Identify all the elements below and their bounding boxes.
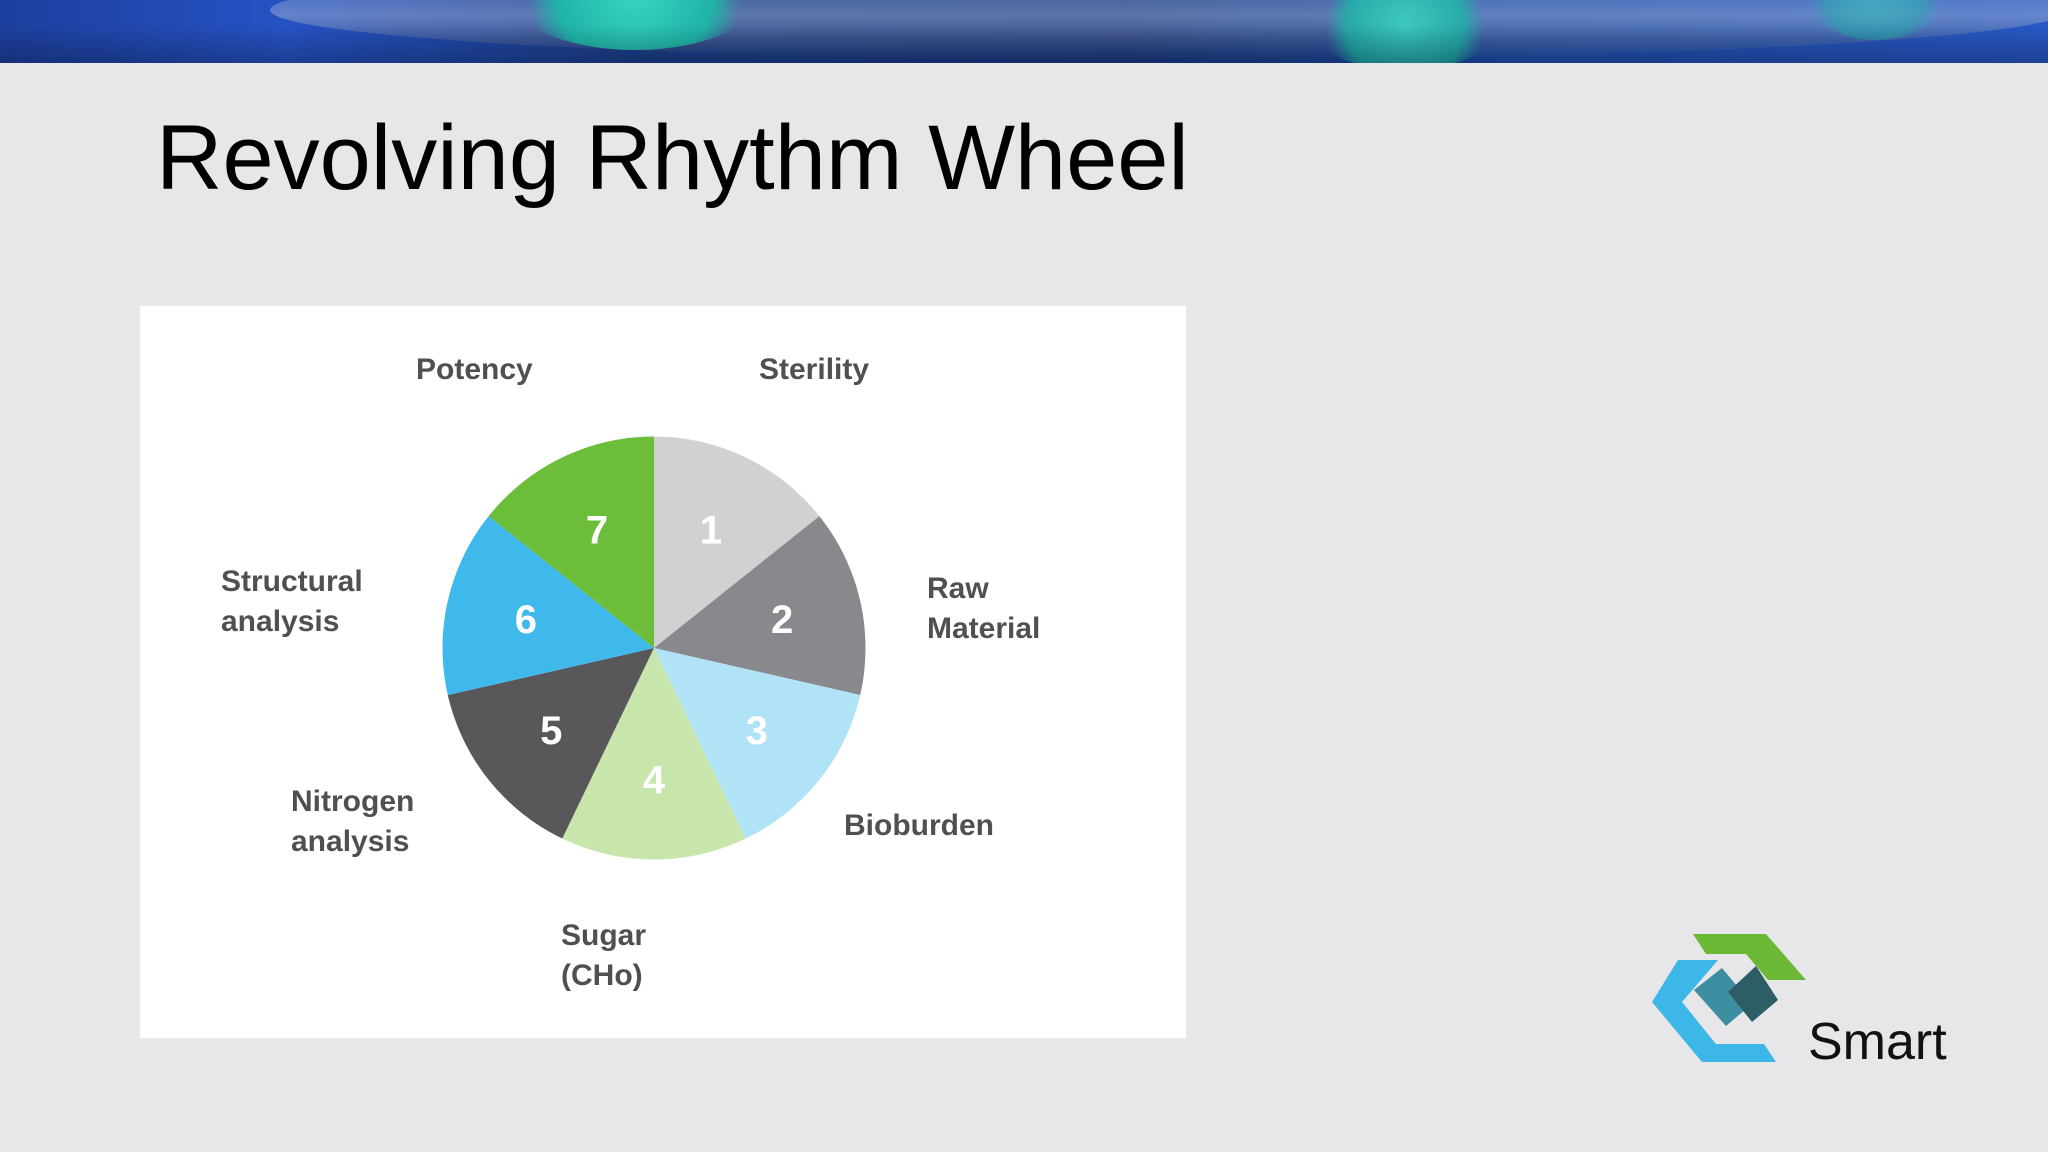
brand-name: Smart	[1808, 1013, 1947, 1071]
slice-category-label: Potency	[416, 353, 533, 386]
pie-slice	[654, 515, 866, 696]
banner-shade	[0, 0, 2048, 63]
slice-number-label: 5	[540, 709, 562, 753]
header-banner-image	[0, 0, 2048, 63]
slice-number-label: 3	[746, 709, 768, 753]
hexagon-logo-icon	[1652, 934, 1806, 1062]
slice-number-label: 6	[515, 598, 537, 642]
pie-outline	[441, 435, 867, 861]
pie-slice	[442, 515, 654, 696]
pie-slice	[488, 436, 654, 648]
pie-slice	[562, 648, 746, 861]
slice-category-label: Sugar(CHo)	[561, 919, 646, 992]
pie-slice	[654, 648, 861, 840]
slide-title: Revolving Rhythm Wheel	[156, 107, 1189, 209]
pie-slice	[447, 648, 654, 840]
slice-number-label: 1	[700, 509, 722, 553]
slice-number-label: 2	[771, 598, 793, 642]
pie-slice	[654, 436, 820, 648]
slice-category-label: Bioburden	[844, 809, 994, 842]
banner-glow-shape	[1310, 0, 1500, 63]
slice-number-label: 4	[643, 758, 666, 802]
slice-category-label: Sterility	[759, 353, 869, 386]
slice-number-label: 7	[586, 509, 608, 553]
